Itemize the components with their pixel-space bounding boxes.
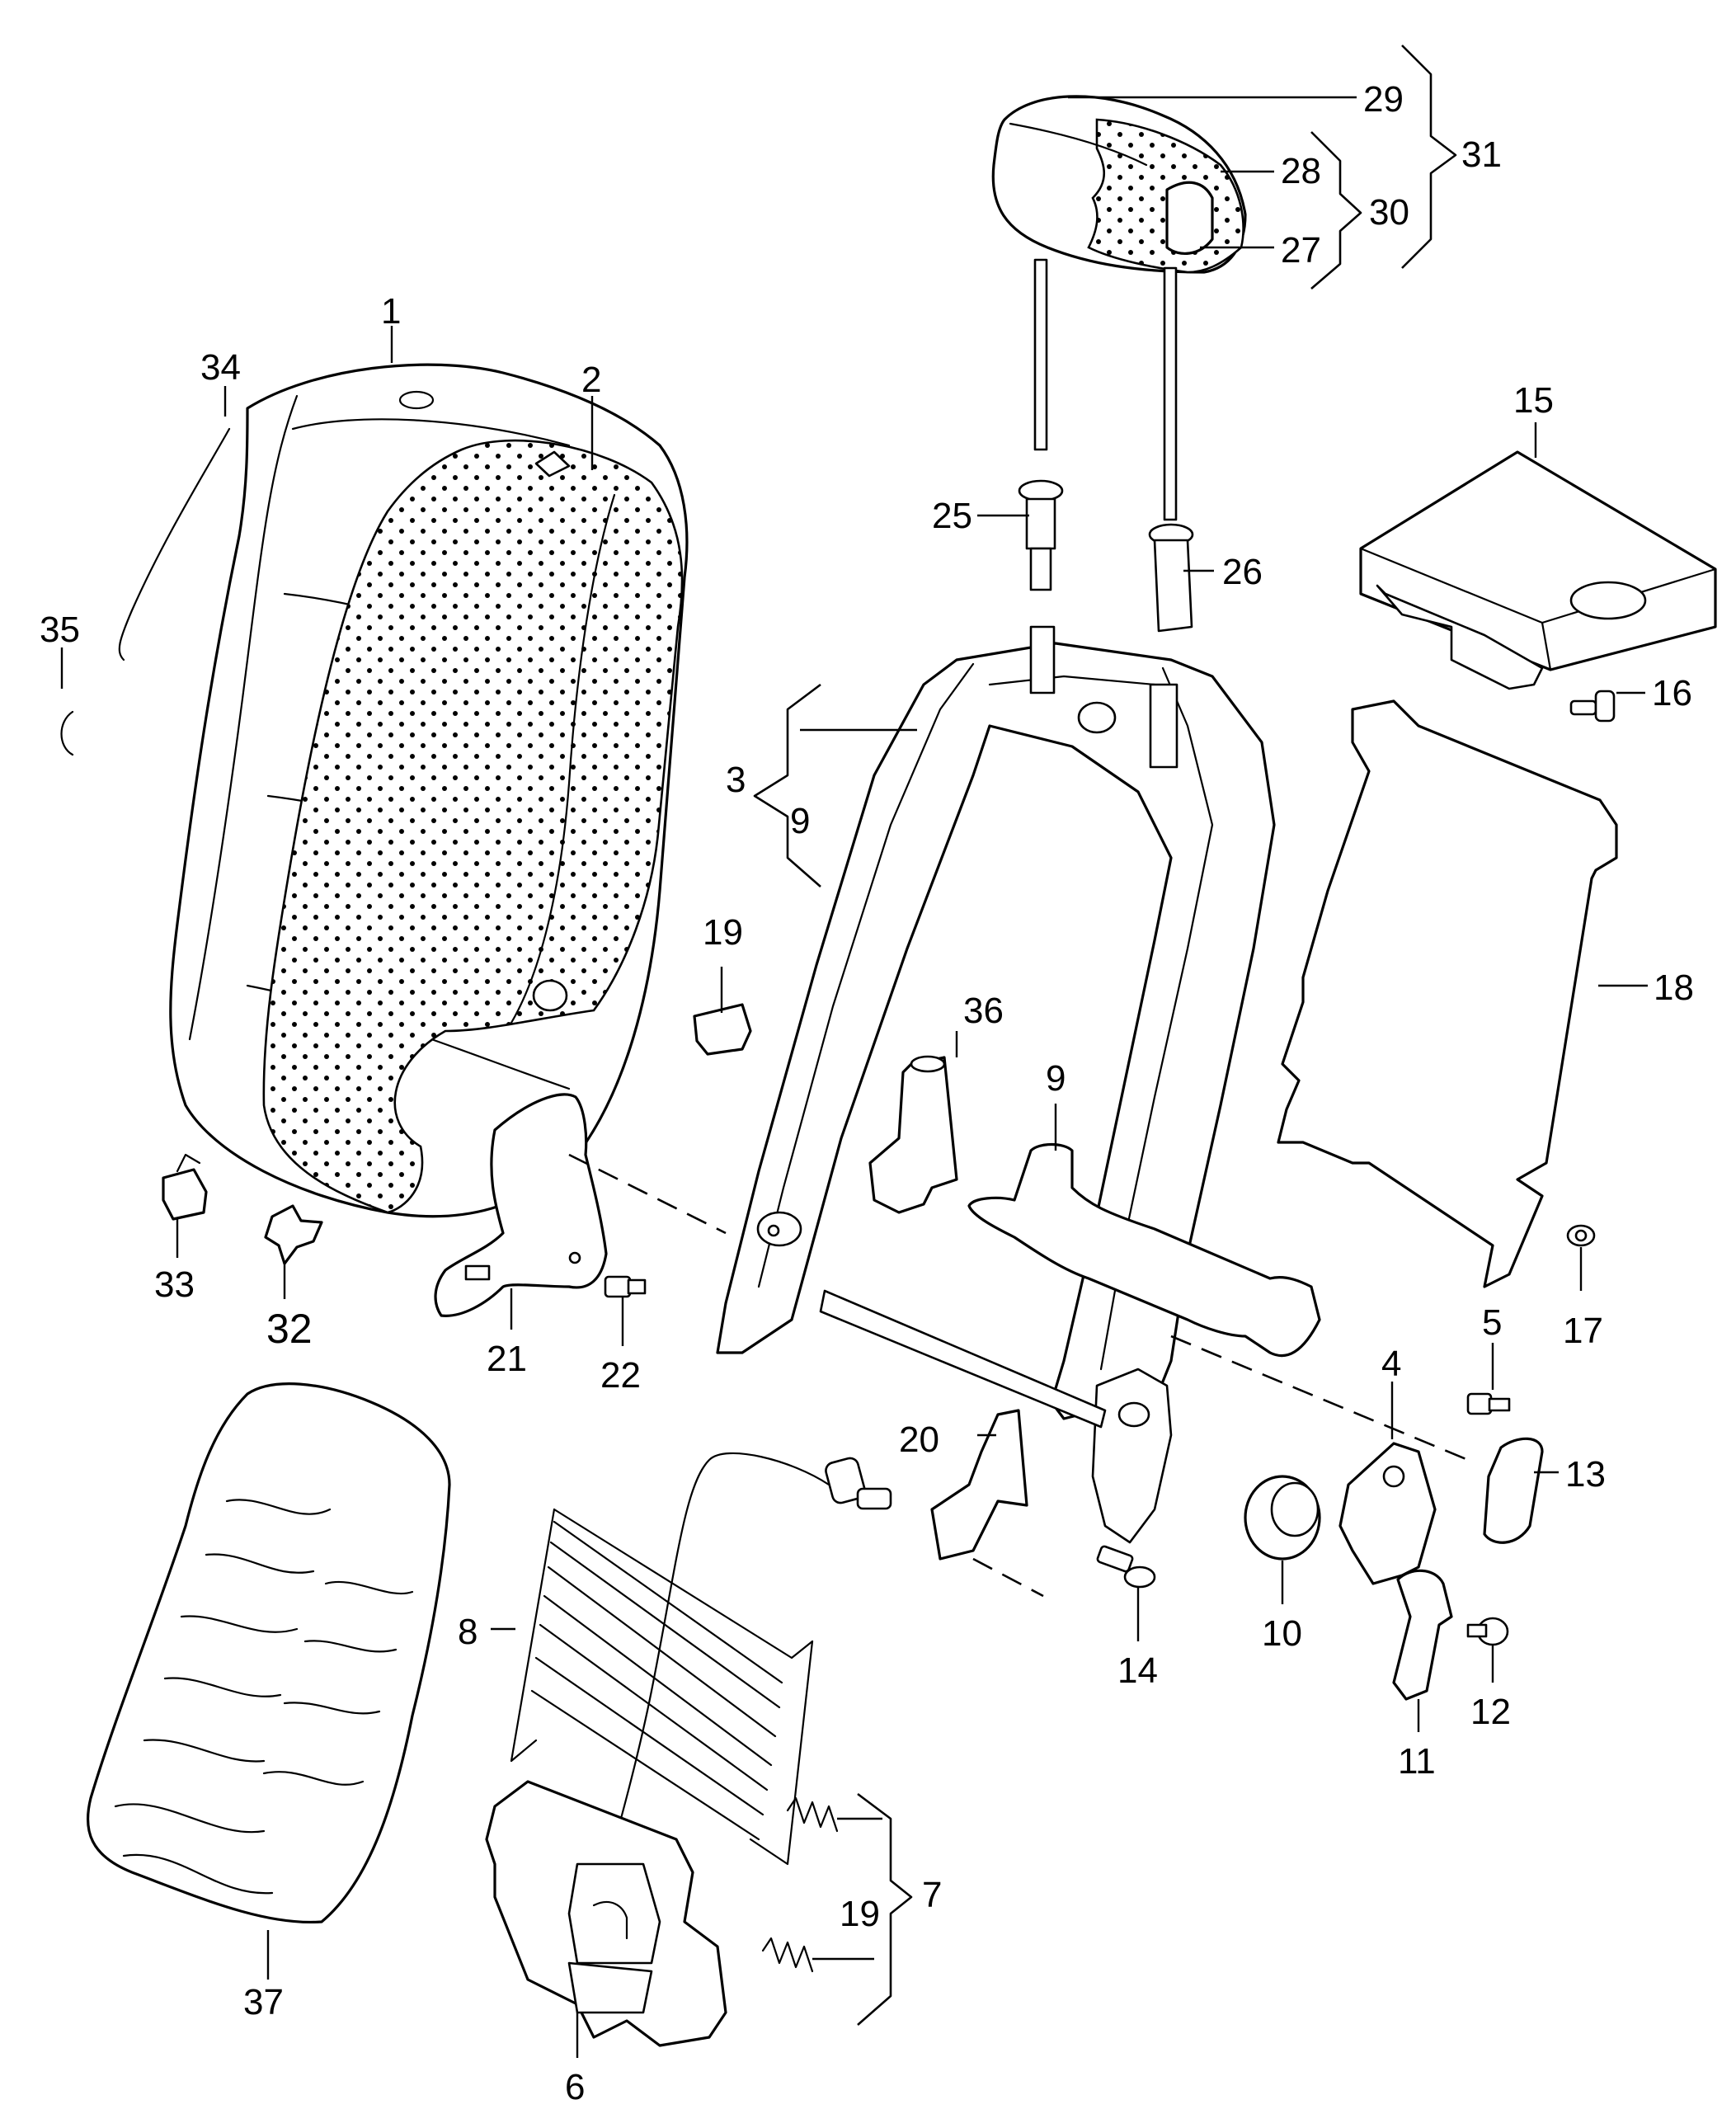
label-31: 31 xyxy=(1461,134,1502,175)
label-30: 30 xyxy=(1369,192,1409,233)
label-28: 28 xyxy=(1281,151,1321,191)
label-10: 10 xyxy=(1262,1613,1302,1654)
axis-line-right xyxy=(1170,1335,1469,1462)
headrest-post-left xyxy=(1033,258,1048,451)
cable-knob xyxy=(825,1457,892,1510)
label-9-upper: 9 xyxy=(790,801,810,841)
bracket-20 xyxy=(930,1409,1028,1561)
bolt-14 xyxy=(1096,1545,1156,1589)
label-33: 33 xyxy=(154,1264,195,1305)
label-17: 17 xyxy=(1563,1311,1603,1351)
label-37: 37 xyxy=(243,1982,284,2022)
part-labels: 1 2 34 35 29 28 27 30 31 25 26 15 16 3 9… xyxy=(40,79,1694,2107)
cross-tube xyxy=(819,1289,1107,1429)
label-8: 8 xyxy=(458,1612,478,1652)
clip-33 xyxy=(162,1153,208,1221)
cover-13 xyxy=(1483,1437,1544,1544)
axis-line-left xyxy=(568,1153,727,1235)
label-7: 7 xyxy=(922,1875,942,1915)
foil-18 xyxy=(1277,699,1618,1288)
back-panel-15 xyxy=(1359,450,1717,690)
label-25: 25 xyxy=(932,496,972,536)
label-14: 14 xyxy=(1117,1650,1158,1691)
leader-lines xyxy=(60,96,1648,2058)
label-35: 35 xyxy=(40,610,80,650)
label-12: 12 xyxy=(1470,1692,1511,1732)
label-15: 15 xyxy=(1513,380,1554,421)
guide-sleeve-25 xyxy=(1018,479,1064,591)
recliner-4 xyxy=(1338,1442,1437,1585)
label-36: 36 xyxy=(963,991,1004,1031)
label-16: 16 xyxy=(1652,673,1692,713)
brace-31 xyxy=(1401,45,1457,269)
knob-10 xyxy=(1244,1475,1321,1561)
side-trim-21 xyxy=(434,1093,608,1317)
label-2: 2 xyxy=(581,360,601,400)
label-1: 1 xyxy=(381,291,401,332)
label-9-lower: 9 xyxy=(1046,1058,1066,1099)
label-5: 5 xyxy=(1482,1302,1502,1343)
motor-36 xyxy=(868,1055,958,1214)
screw-16 xyxy=(1569,690,1616,723)
brace-7-19 xyxy=(857,1792,913,2026)
spring-19-lower xyxy=(761,1937,814,1973)
lever-11 xyxy=(1392,1569,1453,1701)
label-34: 34 xyxy=(200,347,241,388)
trim-wire-34 xyxy=(118,427,231,661)
backrest-foam-37 xyxy=(86,1382,451,1924)
headrest xyxy=(991,95,1247,274)
brace-3-9 xyxy=(753,683,821,887)
label-22: 22 xyxy=(600,1355,641,1396)
bolt-22 xyxy=(604,1275,647,1298)
label-21: 21 xyxy=(487,1339,527,1379)
clip-32 xyxy=(264,1204,323,1265)
label-32: 32 xyxy=(266,1306,313,1352)
lumbar-support-9 xyxy=(967,1142,1321,1358)
wire-frame-8 xyxy=(510,1508,814,1866)
guide-sleeve-26 xyxy=(1148,523,1194,633)
label-26: 26 xyxy=(1222,552,1263,592)
label-13: 13 xyxy=(1565,1454,1606,1495)
label-4: 4 xyxy=(1381,1344,1401,1384)
cap-12 xyxy=(1466,1617,1509,1646)
label-27: 27 xyxy=(1281,230,1321,271)
label-19-upper: 19 xyxy=(703,912,743,953)
label-11: 11 xyxy=(1398,1741,1436,1782)
clip-19 xyxy=(693,1003,752,1056)
label-3: 3 xyxy=(726,760,746,800)
backrest-padding xyxy=(262,439,684,1214)
spring-19-upper xyxy=(786,1796,839,1833)
trim-wire-35 xyxy=(60,710,74,756)
adjuster-cable xyxy=(600,1452,830,1890)
bolt-5 xyxy=(1466,1392,1511,1415)
label-18: 18 xyxy=(1654,967,1694,1008)
axis-line-bracket xyxy=(972,1557,1044,1598)
label-29: 29 xyxy=(1363,79,1404,120)
lumbar-plate-6 xyxy=(485,1780,727,2047)
headrest-post-right xyxy=(1163,266,1178,521)
backrest-frame xyxy=(716,625,1276,1544)
brace-30 xyxy=(1310,131,1362,290)
label-20: 20 xyxy=(899,1419,939,1460)
nut-17 xyxy=(1566,1224,1596,1247)
label-19-lower: 19 xyxy=(840,1894,880,1934)
label-6: 6 xyxy=(565,2067,585,2107)
